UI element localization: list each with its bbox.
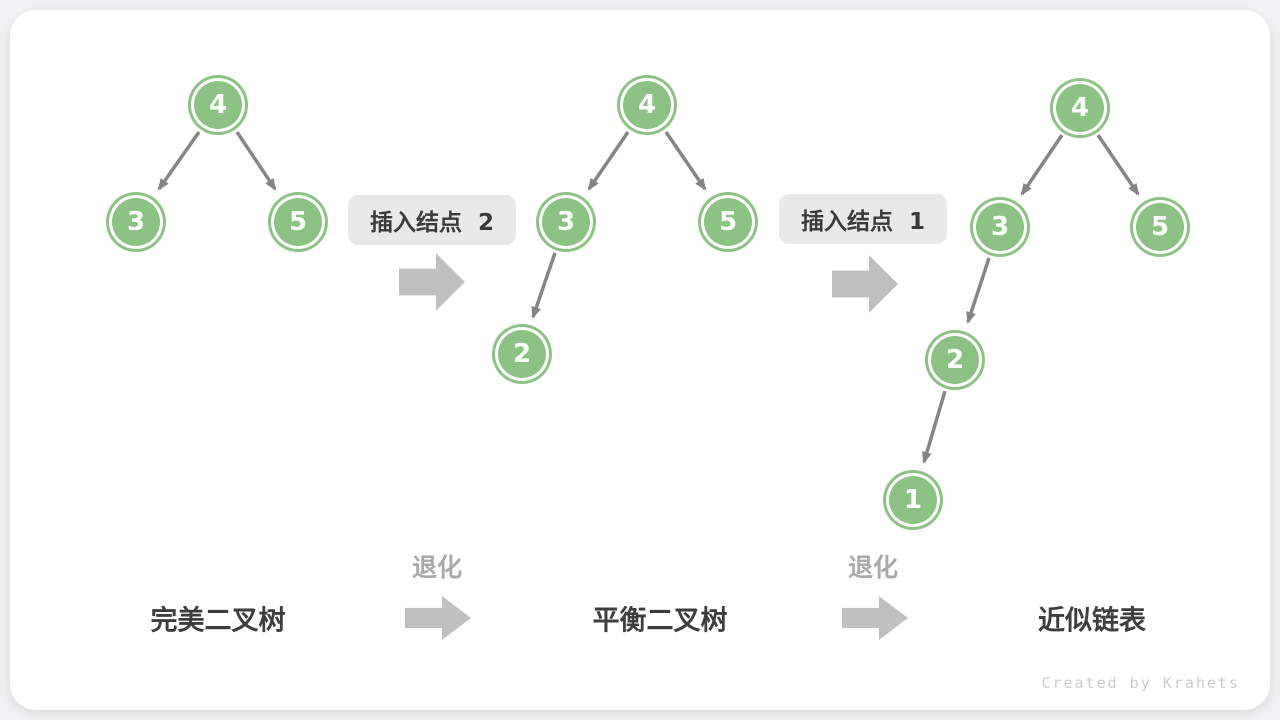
list-tree-node-1: 1 bbox=[889, 476, 937, 524]
degrade-label-1: 退化 bbox=[411, 553, 463, 582]
tree-edge bbox=[664, 131, 707, 191]
list-tree-node-5: 5 bbox=[1136, 203, 1184, 251]
tree-edge bbox=[1020, 134, 1064, 196]
balanced-tree-node-4: 4 bbox=[623, 81, 671, 129]
tree-edge bbox=[966, 257, 991, 324]
list-tree-node-2: 2 bbox=[931, 336, 979, 384]
perfect-tree-node-3: 3 bbox=[112, 198, 160, 246]
tree-edge bbox=[235, 131, 277, 191]
perfect-tree-node-5: 5 bbox=[274, 198, 322, 246]
caption-balanced-binary-tree: 平衡二叉树 bbox=[592, 605, 728, 637]
tree-edge bbox=[587, 131, 630, 191]
tree-edge bbox=[531, 252, 557, 319]
list-tree-node-4: 4 bbox=[1056, 84, 1104, 132]
balanced-tree-node-3: 3 bbox=[542, 198, 590, 246]
perfect-tree-node-4: 4 bbox=[194, 81, 242, 129]
caption-approximate-linked-list: 近似链表 bbox=[1038, 605, 1146, 637]
insert-node-2-label: 插入结点 2 bbox=[348, 195, 516, 245]
balanced-tree-node-2: 2 bbox=[498, 330, 546, 378]
insert-node-1-label: 插入结点 1 bbox=[779, 194, 947, 244]
tree-edge bbox=[1096, 134, 1140, 196]
watermark: Created by Krahets bbox=[1041, 674, 1240, 692]
tree-edge bbox=[922, 390, 947, 464]
caption-perfect-binary-tree: 完美二叉树 bbox=[150, 605, 286, 637]
degrade-label-2: 退化 bbox=[847, 553, 899, 582]
tree-edge bbox=[157, 130, 201, 191]
balanced-tree-node-5: 5 bbox=[704, 198, 752, 246]
list-tree-node-3: 3 bbox=[976, 203, 1024, 251]
